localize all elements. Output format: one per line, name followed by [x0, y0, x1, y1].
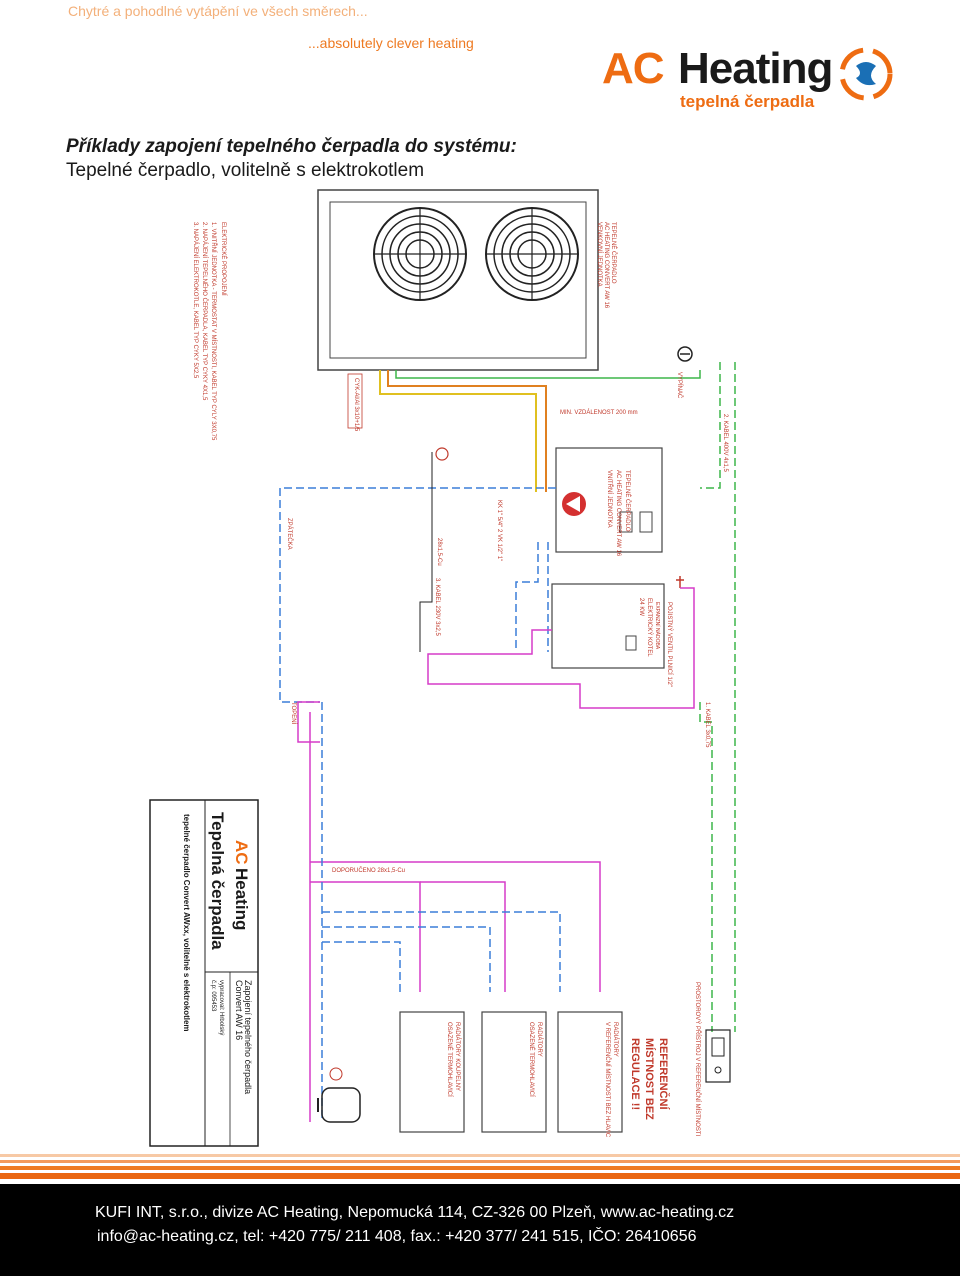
radiator-3-label: RADIÁTORY [612, 1022, 619, 1057]
radiator-1-label: RADIÁTORY KOUPELNY [454, 1022, 461, 1091]
footer-contact: info@ac-heating.cz, tel: +420 775/ 211 4… [97, 1228, 697, 1245]
title-block-brand-sub: Tepelná čerpadla [208, 812, 227, 950]
outdoor-unit-type: VENKOVNÍ JEDNOTKA [596, 222, 603, 287]
title-block-drawing: tepelné čerpadlo Convert AWxx, volitelně… [182, 814, 191, 1032]
radiator-1-note: OSAZENÉ TERMOHLAVICÍ [446, 1022, 453, 1097]
title-block-description-2: Convert AW 16 [234, 980, 244, 1040]
main-switch-icon [677, 346, 693, 362]
circulation-pump-icon [562, 492, 586, 516]
safety-valve-label: POJISTNÝ VENTIL PLNICÍ 1/2" [666, 602, 673, 687]
title-block [149, 799, 259, 1147]
cable-3-label: 3. KABEL 230V 3x2,5 [434, 578, 440, 636]
wiring-diagram: TEPELNÉ ČERPADLO AC HEATING CONVERT AW 1… [149, 189, 736, 1147]
expansion-label: EXPANZNÍ NÁDOBA [654, 602, 661, 650]
radiator-2-note: OSAZENÉ TERMOHLAVICÍ [528, 1022, 535, 1097]
reference-room-line-2: MÍSTNOST BEZ [643, 1038, 656, 1120]
logo-subtitle: tepelná čerpadla [680, 92, 815, 111]
indoor-unit-model: AC HEATING CONVERT AW 16 [615, 470, 621, 557]
room-thermostat-icon [705, 1029, 731, 1083]
pipe-label: 28x1,5-Cu [436, 538, 442, 566]
page-title: Příklady zapojení tepelného čerpadla do … [66, 136, 517, 157]
expansion-vessel-icon [317, 1067, 361, 1123]
title-block-brand-heating: Heating [232, 868, 251, 930]
electric-boiler [551, 583, 665, 669]
reference-room-line-3: REGULACE !! [629, 1038, 641, 1110]
tagline-english: ...absolutely clever heating [308, 35, 474, 51]
boiler-label: ELEKTRICKÝ KOTEL [646, 598, 653, 657]
legend-item-1: 1. VNITŘNÍ JEDNOTKA - TERMOSTAT V MÍSTNO… [210, 222, 218, 441]
legend-item-2: 2. NAPÁJENÍ TEPELNÉHO ČERPADLA, KABEL TY… [201, 222, 208, 401]
title-block-brand-ac: AC [232, 840, 251, 865]
legend-item-3: 3. NAPÁJENÍ ELEKTROKOTLE, KABEL TYP CYKY… [192, 222, 199, 379]
cable-1-label: 1. KABEL 3x0,75 [704, 702, 710, 748]
outdoor-unit-model: AC HEATING CONVERT AW 16 [603, 222, 609, 309]
tagline-czech: Chytré a pohodlné vytápění ve všech směr… [68, 3, 368, 19]
outdoor-unit [317, 189, 599, 371]
fan-left-icon [373, 207, 467, 301]
reference-room-line-1: REFERENČNÍ [657, 1038, 670, 1110]
radiator-reference-room [557, 1011, 623, 1133]
logo-ac-text: AC [602, 44, 665, 93]
boiler-power: 24 KW [638, 598, 644, 616]
fittings-label: KK 1" 5/4" 2 VK 1/2" 1" [496, 500, 502, 561]
footer-address: KUFI INT, s.r.o., divize AC Heating, Nep… [95, 1204, 735, 1221]
indoor-unit-label: TEPELNÉ ČERPADLO [624, 470, 631, 532]
page-subtitle: Tepelné čerpadlo, volitelně s elektrokot… [66, 160, 425, 181]
indoor-unit-type: VNITŘNÍ JEDNOTKA [606, 470, 614, 528]
outdoor-unit-label: TEPELNÉ ČERPADLO [610, 222, 617, 284]
radiator-standard [481, 1011, 547, 1133]
supply-label: TOPENÍ [290, 702, 297, 725]
room-thermostat-label: PROSTOROVÝ PŘÍSTROJ V REFERENČNÍ MÍSTNOS… [694, 982, 702, 1137]
footer-stripes [0, 1150, 960, 1184]
title-block-description-1: Zapojení tepelného čerpadla [243, 980, 253, 1094]
fan-right-icon [485, 207, 579, 301]
title-block-author: vypracoval: Hrbolský [218, 980, 224, 1035]
logo-heating-text: Heating [678, 44, 833, 93]
indoor-unit [555, 447, 663, 553]
title-block-number: č.p: 095453 [210, 980, 216, 1012]
return-label: ZPÁTEČKA [286, 518, 293, 550]
heat-pump-icon [839, 47, 893, 101]
cable-2-label: 2. KABEL 400V 4x1,5 [722, 414, 728, 472]
min-distance-label: MIN. VZDÁLENOST 200 mm [560, 409, 638, 416]
outdoor-cable-label: CYK-Al/Al 3x10+1/5 [353, 378, 359, 432]
footer: KUFI INT, s.r.o., divize AC Heating, Nep… [0, 1184, 960, 1276]
ac-heating-logo: AC Heating tepelná čerpadla [600, 44, 900, 114]
radiator-2-label: RADIÁTORY [536, 1022, 543, 1057]
recommended-pipe-label: DOPORUČENO 28x1,5-Cu [332, 867, 405, 874]
thermometer-icon [435, 447, 449, 461]
switch-label: VYPÍNAČ [676, 372, 683, 399]
radiator-3-note: V REFERENČNÍ MÍSTNOSTI BEZ HLAVIC [604, 1022, 611, 1138]
legend-title: ELEKTRICKÉ PROPOJENÍ [220, 222, 227, 296]
radiator-bathroom [399, 1011, 465, 1133]
